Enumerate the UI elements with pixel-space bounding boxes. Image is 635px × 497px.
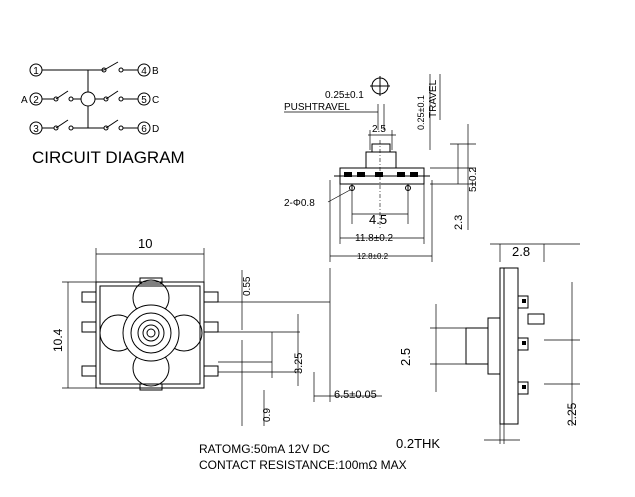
- pin-2-label: 2: [33, 95, 39, 106]
- top-body-outline: [95, 281, 205, 389]
- top-dim-0-55: 0.55: [242, 276, 253, 296]
- pin-1-label: 1: [33, 66, 39, 77]
- pin-hole-label: 2-Φ0.8: [284, 198, 315, 209]
- spec-rating: RATOMG:50mA 12V DC: [199, 442, 330, 456]
- end-dim-2-8: 2.8: [512, 244, 530, 259]
- specs: RATOMG:50mA 12V DC CONTACT RESISTANCE:10…: [199, 442, 407, 472]
- pushtravel-label: PUSHTRAVEL: [284, 102, 350, 113]
- letter-c: C: [152, 95, 159, 106]
- top-dim-3-25: 3.25: [293, 353, 305, 374]
- side-view: 0.25±0.1 PUSHTRAVEL 0.25±0.1 TRAVEL 2.5: [284, 74, 479, 262]
- travel-label: TRAVEL: [428, 79, 439, 118]
- end-dim-2-25: 2.25: [565, 402, 579, 426]
- side-dim-4-5: 4.5: [369, 212, 387, 227]
- end-dim-2-5: 2.5: [398, 348, 413, 366]
- letter-a: A: [21, 95, 28, 106]
- top-dim-0-9: 0.9: [262, 408, 273, 422]
- circuit-wiring: [42, 61, 138, 131]
- top-dim-10-4: 10.4: [51, 328, 65, 352]
- side-dim-2-5: 2.5: [372, 124, 386, 135]
- letter-d: D: [152, 124, 159, 135]
- end-view: 2.8 2.5 2.25 0.2THK: [396, 243, 580, 451]
- pushtravel-value: 0.25±0.1: [325, 90, 364, 101]
- end-thk-label: 0.2THK: [396, 436, 440, 451]
- letter-b: B: [152, 66, 159, 77]
- side-dim-2-3: 2.3: [453, 215, 465, 230]
- pin-6-label: 6: [141, 124, 147, 135]
- top-view: 10 10.4: [51, 236, 382, 426]
- circuit-diagram: 1 2 3 4 5 6 A B C D: [21, 61, 185, 167]
- travel-value: 0.25±0.1: [416, 95, 426, 130]
- spec-contact-resistance: CONTACT RESISTANCE:100mΩ MAX: [199, 458, 407, 472]
- side-dim-5: 5±0.2: [468, 167, 479, 192]
- top-dim-6-5: 6.5±0.05: [334, 389, 377, 401]
- side-dim-11-8: 11.8±0.2: [355, 233, 394, 244]
- top-dim-10: 10: [138, 236, 152, 251]
- pin-4-label: 4: [141, 66, 147, 77]
- pin-3-label: 3: [33, 124, 39, 135]
- pin-5-label: 5: [141, 95, 147, 106]
- side-dim-12-8: 12.8±0.2: [357, 252, 389, 261]
- end-body-outline: [499, 267, 519, 425]
- circuit-diagram-title: CIRCUIT DIAGRAM: [32, 148, 185, 167]
